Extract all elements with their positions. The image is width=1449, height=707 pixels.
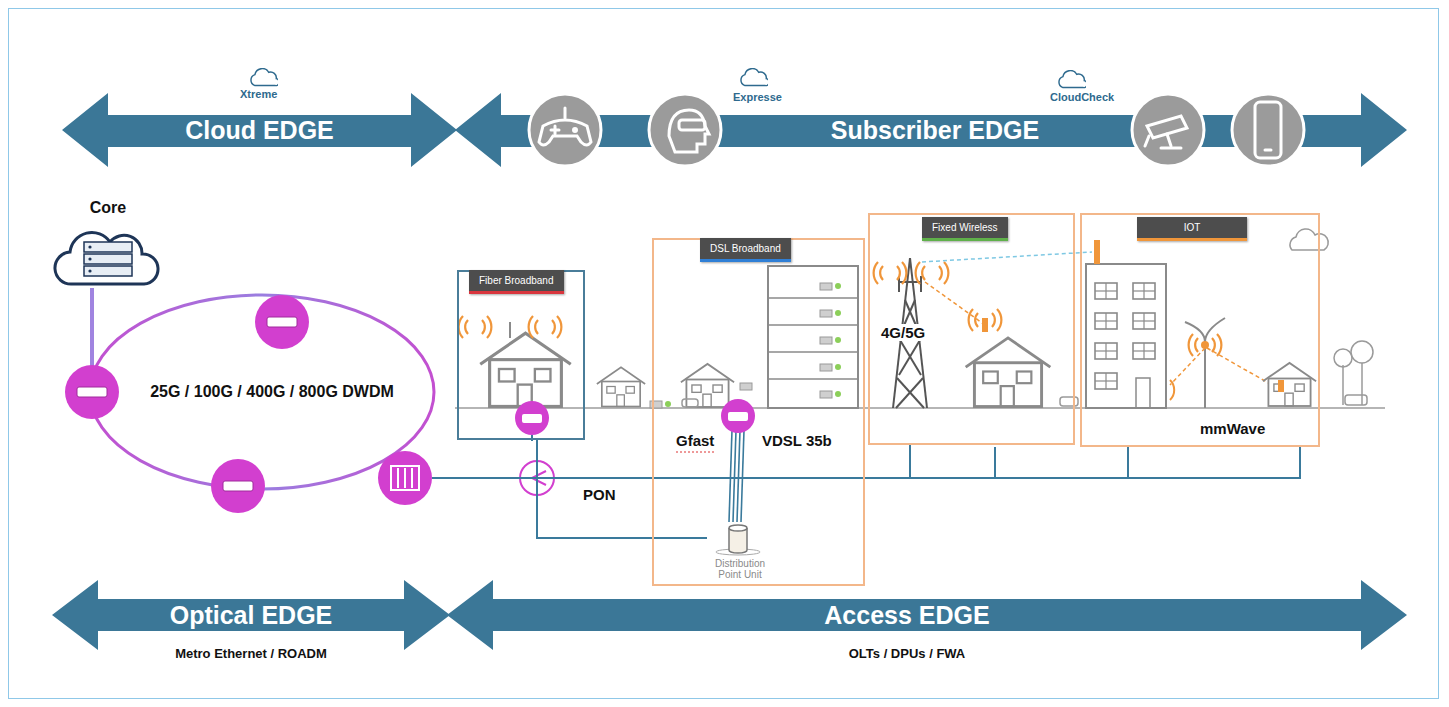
band-label: Subscriber EDGE (735, 115, 1135, 145)
fiber-panel: Fiber Broadband (457, 270, 585, 440)
service-name: Expresse (733, 91, 782, 103)
band-sublabel: OLTs / DPUs / FWA (447, 646, 1367, 662)
band-sublabel: Metro Ethernet / ROADM (52, 646, 450, 662)
panel-tag: Fixed Wireless (922, 217, 1008, 241)
access-edge-band: Access EDGE OLTs / DPUs / FWA (447, 580, 1407, 664)
dpu-label: Distribution Point Unit (707, 558, 773, 580)
band-label: Cloud EDGE (62, 115, 457, 145)
technology-label: mmWave (1200, 420, 1265, 437)
fiber-link (432, 445, 910, 478)
service-name: Xtreme (240, 88, 277, 100)
subscriber-edge-band: Subscriber EDGE (455, 78, 1407, 182)
panel-tag: DSL Broadband (700, 238, 791, 262)
technology-label: 4G/5G (880, 324, 926, 341)
technology-label: PON (583, 486, 616, 503)
fiber-link (90, 288, 94, 292)
dwdm-ring: 25G / 100G / 400G / 800G DWDM (60, 292, 432, 492)
dpu-box: Distribution Point Unit (707, 522, 773, 584)
technology-label: Gfast (676, 432, 714, 449)
ring-label: 25G / 100G / 400G / 800G DWDM (122, 382, 422, 402)
service-name: CloudCheck (1050, 91, 1114, 103)
fiber-link (432, 447, 1128, 478)
page-frame (8, 8, 1439, 699)
core-label: Core (48, 198, 168, 218)
iot-panel: IOT (1080, 213, 1320, 447)
fiber-link (432, 440, 537, 478)
dsl-panel: DSL BroadbandDistribution Point Unit (652, 238, 865, 586)
band-label: Optical EDGE (52, 600, 450, 630)
core-cloud: Core (48, 196, 168, 288)
technology-label: VDSL 35b (762, 432, 832, 449)
optical-edge-band: Optical EDGE Metro Ethernet / ROADM (52, 580, 450, 664)
fiber-link (432, 478, 707, 538)
panel-tag: Fiber Broadband (469, 270, 564, 294)
panel-tag: IOT (1137, 217, 1247, 241)
cloud-edge-band: Cloud EDGE (62, 93, 457, 167)
band-label: Access EDGE (447, 600, 1367, 630)
